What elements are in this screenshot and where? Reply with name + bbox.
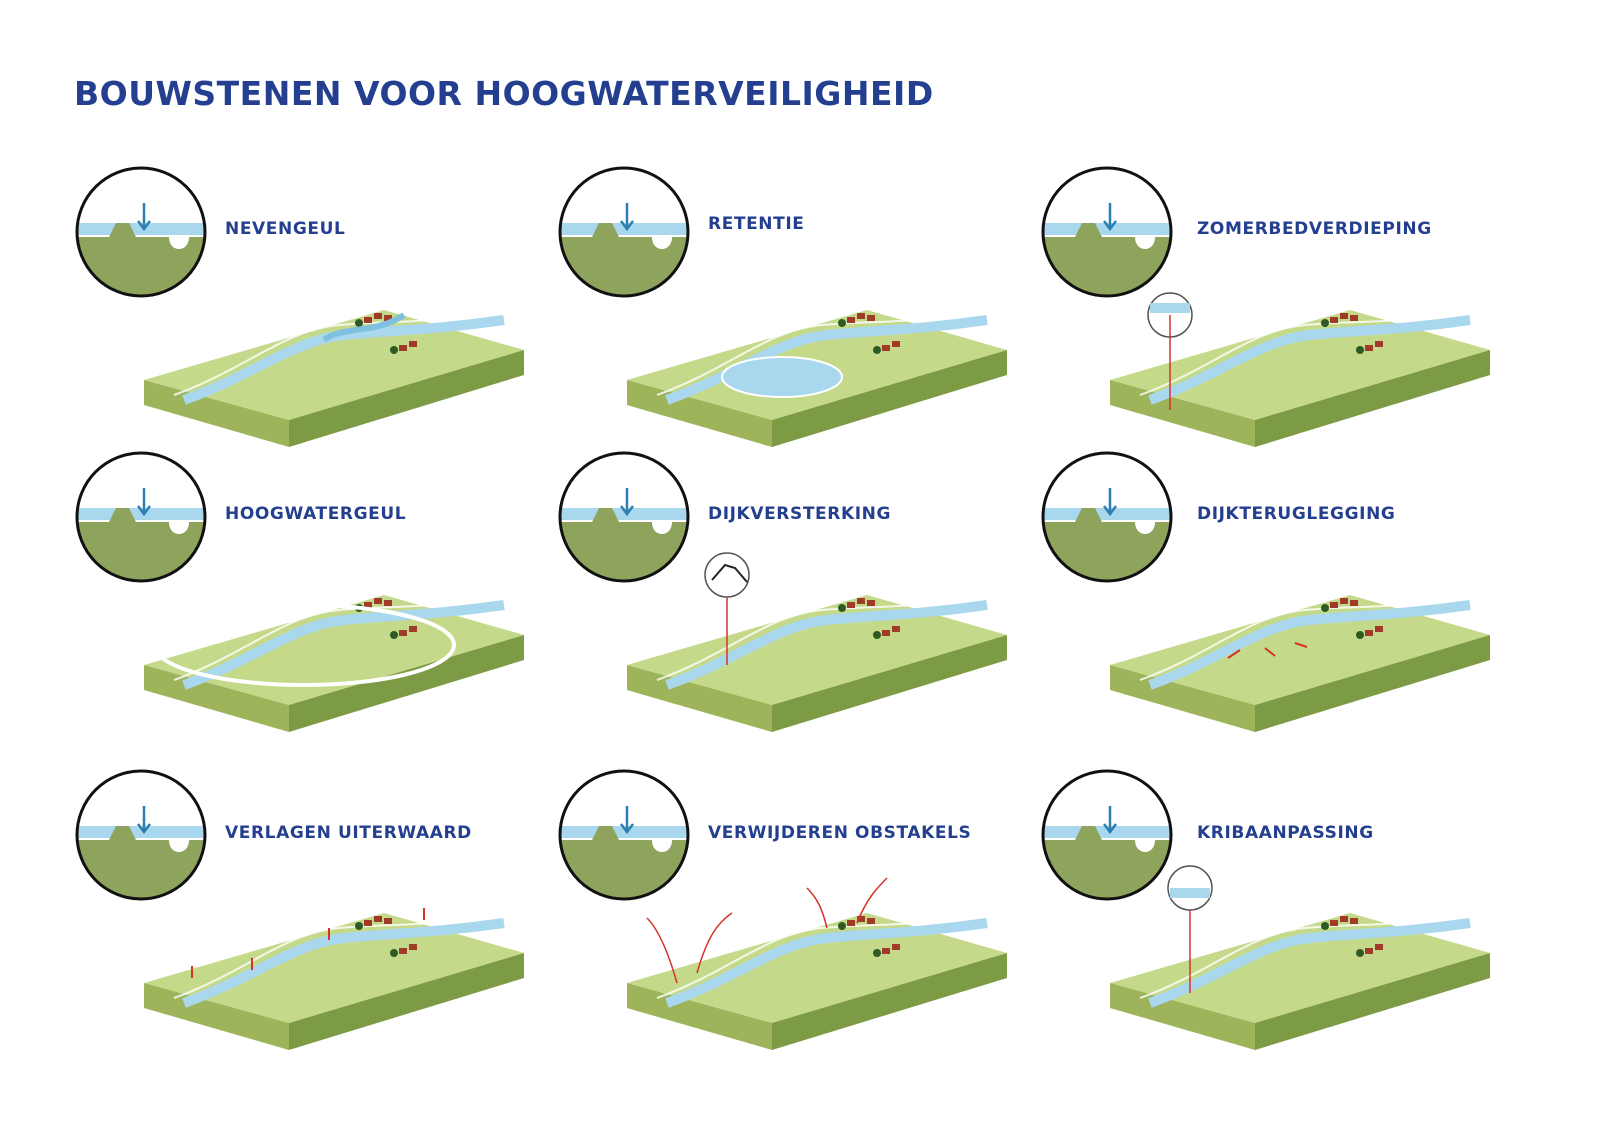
landscape-block-side (1110, 983, 1255, 1050)
river (1148, 918, 1471, 1008)
landscape-block-side (144, 665, 289, 732)
panel-illustration (75, 451, 524, 732)
cross-section-icon (558, 769, 690, 901)
landscape-block-side (1110, 665, 1255, 732)
river (182, 315, 505, 405)
landscape-block-front (1255, 953, 1490, 1050)
village (355, 916, 417, 957)
cross-section-icon (558, 166, 690, 298)
village (1321, 313, 1383, 354)
village (838, 313, 900, 354)
detail-magnifier (1147, 292, 1193, 410)
panel-retentie: RETENTIE (557, 165, 1077, 485)
landscape-block-side (627, 665, 772, 732)
landscape-block-front (289, 953, 524, 1050)
dike-line (173, 912, 500, 999)
panel-title: RETENTIE (708, 214, 805, 234)
landscape-block-side (627, 380, 772, 447)
landscape-block-front (1255, 350, 1490, 447)
village (1321, 916, 1383, 957)
landscape-block-front (772, 350, 1007, 447)
panel-title: DIJKTERUGLEGGING (1197, 504, 1396, 524)
detail-magnifier (1167, 865, 1213, 993)
dike-line (656, 594, 983, 681)
detail-magnifier (704, 552, 750, 665)
landscape-block-top (1110, 913, 1490, 1023)
panel-dijkversterking: DIJKVERSTERKING (557, 450, 1077, 770)
landscape-block-top (144, 310, 524, 420)
dike-line (1139, 912, 1466, 999)
cross-section-icon (1041, 769, 1173, 901)
panel-illustration (558, 166, 1007, 447)
panel-title: VERLAGEN UITERWAARD (225, 823, 472, 843)
panel-verwijderen-obstakels: VERWIJDEREN OBSTAKELS (557, 768, 1077, 1088)
landscape-block-front (772, 635, 1007, 732)
panel-title: DIJKVERSTERKING (708, 504, 892, 524)
panel-title: KRIBAANPASSING (1197, 823, 1374, 843)
river (182, 600, 505, 690)
panel-title: NEVENGEUL (225, 219, 346, 239)
landscape-block-top (144, 913, 524, 1023)
landscape-block-front (1255, 635, 1490, 732)
cross-section-icon (558, 451, 690, 583)
bypass-channel (152, 603, 456, 687)
landscape-block-front (289, 350, 524, 447)
panel-zomerbedverdieping: ZOMERBEDVERDIEPING (1040, 165, 1560, 485)
page-title: BOUWSTENEN VOOR HOOGWATERVEILIGHEID (74, 74, 934, 113)
panel-verlagen-uiterwaard: VERLAGEN UITERWAARD (74, 768, 594, 1088)
dike-line (656, 912, 983, 999)
dike-line (1139, 309, 1466, 396)
retention-basin (721, 356, 843, 398)
panel-title: ZOMERBEDVERDIEPING (1197, 219, 1432, 239)
lowering-arrows (191, 908, 425, 978)
landscape-block-front (289, 635, 524, 732)
panel-title: HOOGWATERGEUL (225, 504, 407, 524)
side-channel-overlay (322, 312, 406, 343)
panel-illustration (75, 166, 524, 447)
landscape-block-side (627, 983, 772, 1050)
panel-illustration (1041, 451, 1490, 732)
landscape-block-side (144, 380, 289, 447)
panel-illustration (75, 769, 524, 1050)
cross-section-icon (75, 166, 207, 298)
landscape-block-front (772, 953, 1007, 1050)
village (1321, 598, 1383, 639)
panel-illustration (1041, 166, 1490, 447)
landscape-block-top (627, 913, 1007, 1023)
landscape-block-top (627, 595, 1007, 705)
panel-hoogwatergeul: HOOGWATERGEUL (74, 450, 594, 770)
panel-nevengeul: NEVENGEUL (74, 165, 594, 485)
panel-dijkteruglegging: DIJKTERUGLEGGING (1040, 450, 1560, 770)
river (1148, 315, 1471, 405)
removal-arrows (646, 877, 888, 984)
river (665, 918, 988, 1008)
landscape-block-top (1110, 595, 1490, 705)
relocation-arrows (1227, 642, 1308, 659)
panel-kribaanpassing: KRIBAANPASSING (1040, 768, 1560, 1088)
panel-illustration (558, 451, 1007, 732)
dike-line (1139, 594, 1466, 681)
village (838, 598, 900, 639)
panel-title: VERWIJDEREN OBSTAKELS (708, 823, 972, 843)
landscape-block-side (1110, 380, 1255, 447)
cross-section-icon (75, 769, 207, 901)
river (1148, 600, 1471, 690)
cross-section-icon (1041, 451, 1173, 583)
panel-illustration (1041, 769, 1490, 1050)
village (838, 916, 900, 957)
cross-section-icon (75, 451, 207, 583)
cross-section-icon (1041, 166, 1173, 298)
landscape-block-side (144, 983, 289, 1050)
village (355, 313, 417, 354)
dike-line (173, 309, 500, 396)
river (665, 600, 988, 690)
dike-line (173, 594, 500, 681)
dike-line (656, 309, 983, 396)
panel-illustration (558, 769, 1007, 1050)
landscape-block-top (1110, 310, 1490, 420)
river (182, 918, 505, 1008)
